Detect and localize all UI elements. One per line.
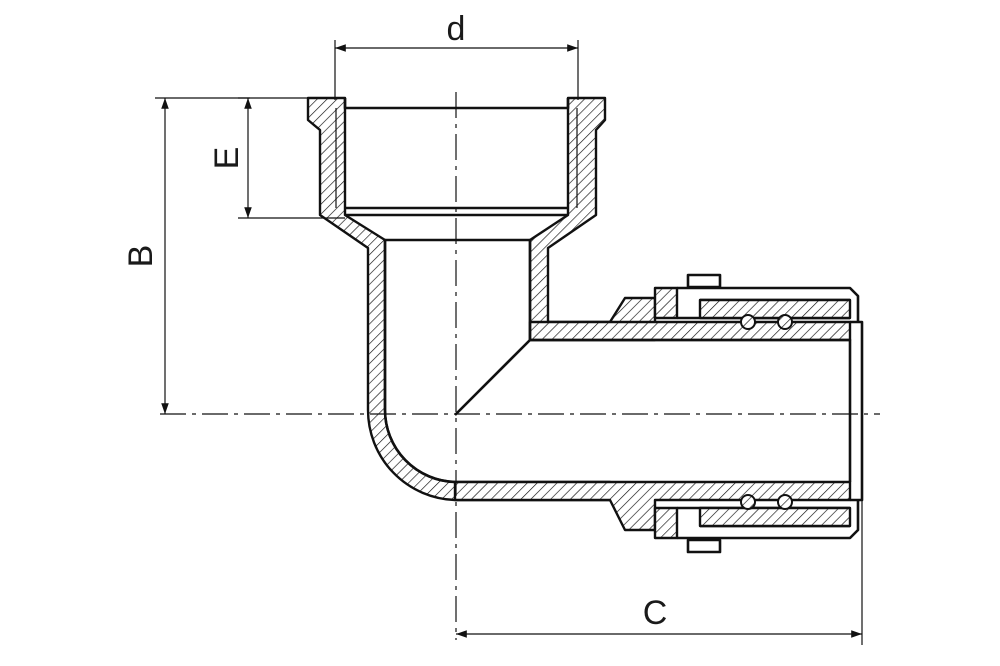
sleeve-ring-top	[653, 286, 679, 320]
E-label: E	[208, 147, 246, 170]
o-ring-top-2	[777, 314, 793, 330]
dimension-B: B	[122, 97, 250, 414]
sleeve-thread-bottom	[698, 506, 852, 528]
centre-lines	[160, 92, 880, 640]
pipe-top-wall	[528, 320, 852, 342]
fitting-body	[306, 96, 864, 532]
o-ring-bottom-1	[740, 494, 756, 510]
press-sleeve-top	[653, 273, 860, 330]
dimension-E: E	[208, 97, 345, 219]
pipe-end	[850, 320, 864, 502]
bore-chamfer	[454, 339, 531, 416]
press-sleeve-bottom	[653, 494, 860, 554]
C-label: C	[643, 594, 668, 632]
sleeve-collar-top	[686, 273, 722, 289]
o-ring-top-1	[740, 314, 756, 330]
body-left-wall	[306, 96, 612, 502]
dimension-C: C	[456, 500, 863, 645]
sleeve-collar-bottom	[686, 538, 722, 554]
d-label: d	[447, 10, 466, 48]
B-label: B	[122, 245, 160, 268]
sleeve-ring-bottom	[653, 506, 679, 540]
bore-outline	[383, 240, 852, 484]
sleeve-thread-top	[698, 298, 852, 320]
o-ring-bottom-2	[777, 494, 793, 510]
body-right-wall	[528, 96, 657, 342]
dimension-d: d	[334, 10, 579, 100]
